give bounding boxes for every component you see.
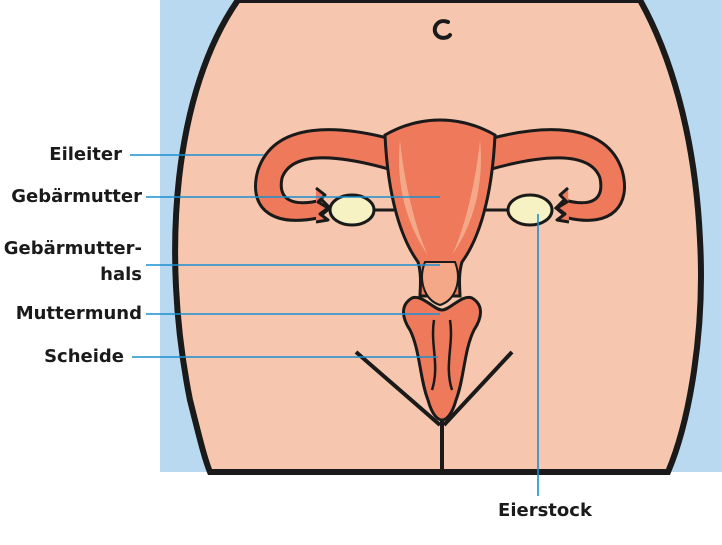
- ovary-right: [508, 195, 552, 225]
- label-gebaermutterhals-line2: hals: [0, 264, 142, 286]
- label-gebaermutter: Gebärmutter: [0, 186, 142, 208]
- ovary-left: [330, 195, 374, 225]
- label-eierstock: Eierstock: [490, 500, 600, 522]
- label-gebaermutterhals-line1: Gebärmutter-: [0, 238, 142, 260]
- label-eileiter: Eileiter: [0, 144, 122, 166]
- label-scheide: Scheide: [0, 346, 124, 368]
- label-muttermund: Muttermund: [0, 303, 142, 325]
